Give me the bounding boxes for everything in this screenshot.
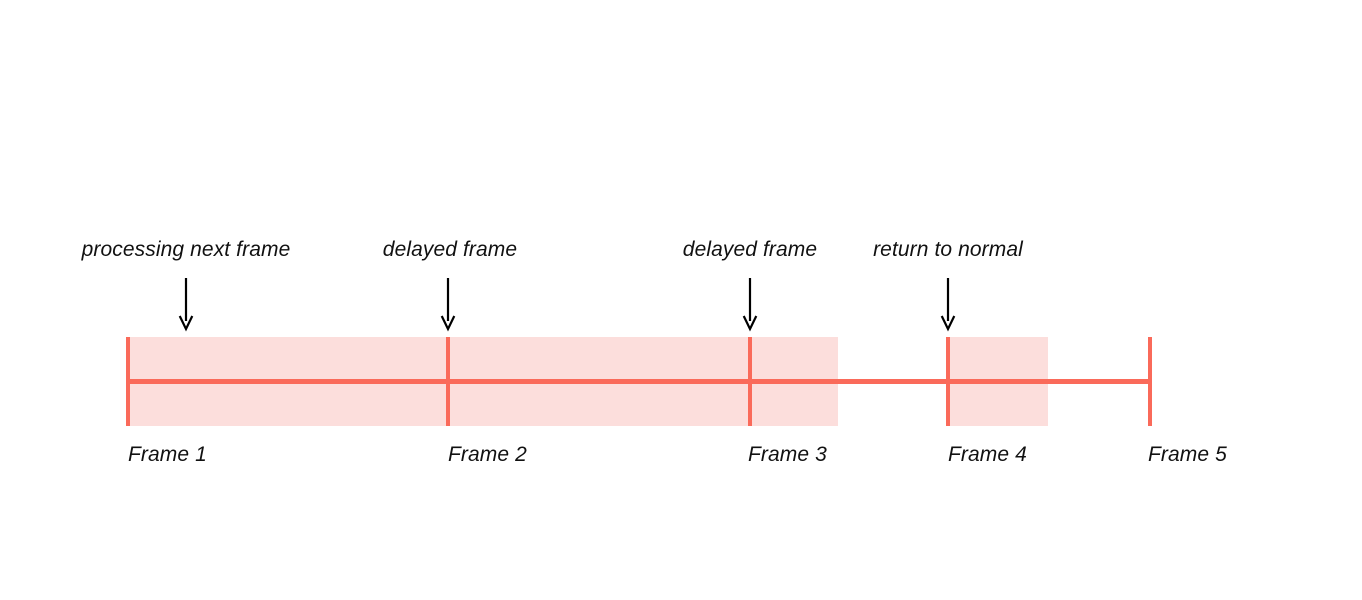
frame-tick-2 [446,337,450,426]
frame-label-3: Frame 3 [748,443,827,466]
frame-tick-4 [946,337,950,426]
timeline-axis [128,378,1150,384]
annotation-label-1: processing next frame [81,238,291,261]
frame-label-5: Frame 5 [1148,443,1227,466]
frame-label-1: Frame 1 [128,443,207,466]
frame-tick-3 [748,337,752,426]
annotation-label-2: delayed frame [382,238,518,261]
annotation-label-4: return to normal [873,238,1023,261]
frame-tick-5 [1148,337,1152,426]
frame-label-4: Frame 4 [948,443,1027,466]
frame-label-2: Frame 2 [448,443,527,466]
frame-tick-1 [126,337,130,426]
annotation-arrow-2 [438,278,458,332]
annotation-arrow-3 [740,278,760,332]
annotation-arrow-4 [938,278,958,332]
annotation-label-3: delayed frame [682,238,818,261]
annotation-arrow-1 [176,278,196,332]
